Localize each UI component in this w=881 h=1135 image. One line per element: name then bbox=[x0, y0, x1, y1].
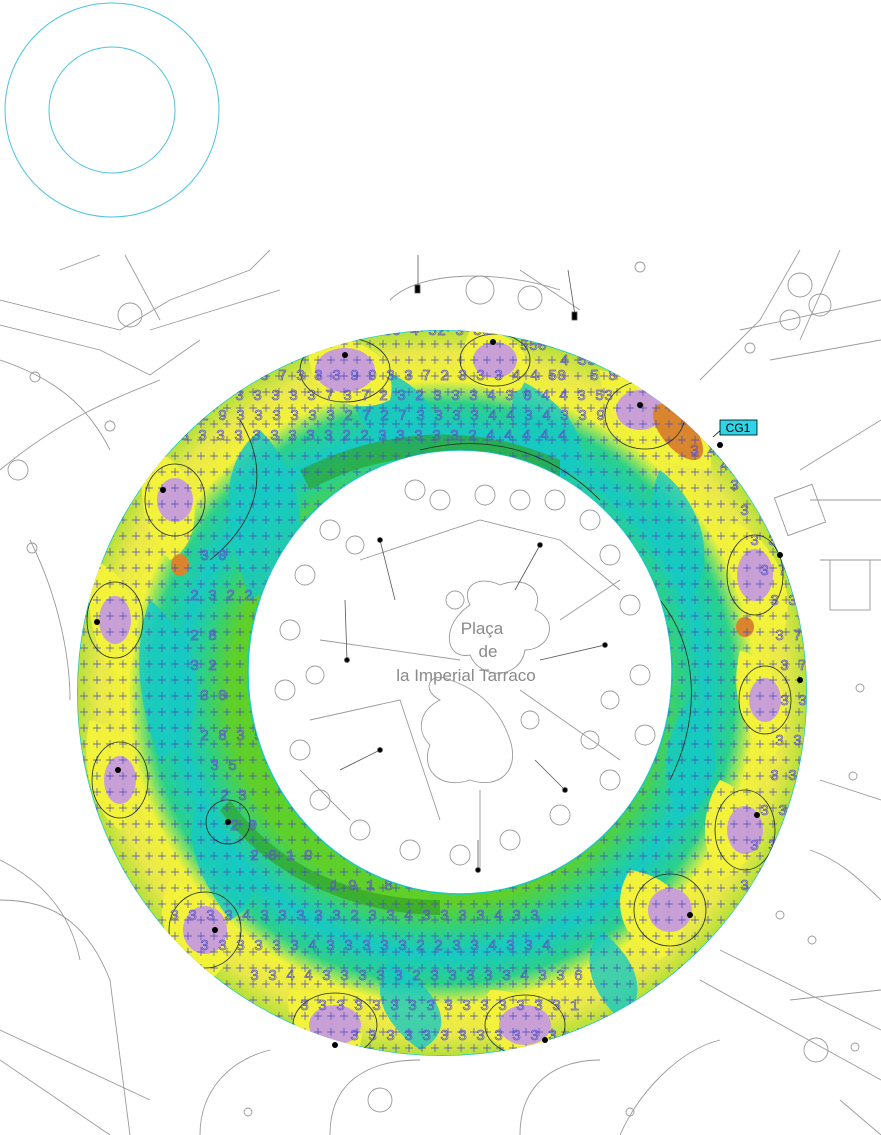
svg-text:3 2: 3 2 bbox=[190, 658, 217, 675]
svg-text:4530 4 52 3 50: 4530 4 52 3 50 bbox=[365, 323, 491, 340]
svg-text:3 3 2: 3 3 2 bbox=[750, 533, 795, 550]
svg-text:3 3 3 3 3 3 4 3 3 3 3 3 2 2 3: 3 3 3 3 3 3 4 3 3 3 3 3 2 2 3 3 4 3 3 4 bbox=[200, 938, 551, 955]
svg-text:5 8: 5 8 bbox=[590, 368, 617, 385]
plaza-label: Plaça de la Imperial Tarraco bbox=[396, 619, 536, 685]
svg-text:3 7 3 3 3 9 9 3 3 7 2 3 3 3 4: 3 7 3 3 3 9 9 3 3 7 2 3 3 3 4 4 50 bbox=[260, 368, 566, 385]
svg-text:3 3 6: 3 3 6 bbox=[780, 693, 825, 710]
svg-text:3 0: 3 0 bbox=[200, 548, 227, 565]
svg-text:3 0: 3 0 bbox=[200, 688, 227, 705]
svg-text:3 3 3 3 3 3 3 3 3 3 3 3 3 3 3: 3 3 3 3 3 3 3 3 3 3 3 3 3 3 3 1 bbox=[300, 998, 579, 1015]
svg-text:3 3 0: 3 3 0 bbox=[750, 838, 795, 855]
svg-text:2 9 3 3 3 3 3 3 2 7 2 7 3 3 3: 2 9 3 3 3 3 3 3 2 7 2 7 3 3 3 3 4 4 3 4 … bbox=[200, 408, 605, 425]
svg-text:2 0 1 9: 2 0 1 9 bbox=[250, 848, 313, 865]
luminaires bbox=[94, 339, 803, 1048]
svg-text:3 0 0: 3 0 0 bbox=[740, 503, 785, 520]
svg-text:3 3 4 4 3 3 3 3 3 2 3 3 3 3 3: 3 3 4 4 3 3 3 3 3 2 3 3 3 3 3 4 3 3 6 bbox=[250, 968, 583, 985]
svg-text:3 3 4: 3 3 4 bbox=[770, 768, 815, 785]
svg-text:3 7 1: 3 7 1 bbox=[775, 628, 820, 645]
svg-text:3 7 2: 3 7 2 bbox=[780, 658, 825, 675]
svg-text:3 4 4: 3 4 4 bbox=[690, 443, 735, 460]
svg-text:2 8: 2 8 bbox=[190, 628, 217, 645]
svg-text:3 3 3 3 4 3 3 3 3 3 2 3 3 4 3: 3 3 3 3 4 3 3 3 3 3 2 3 3 4 3 3 3 3 4 3 … bbox=[170, 908, 539, 925]
plaza-label-line3: la Imperial Tarraco bbox=[396, 666, 536, 685]
streetlights bbox=[339, 255, 608, 873]
svg-text:3 2 9: 3 2 9 bbox=[730, 478, 775, 495]
outer-ring-legend-icon bbox=[4, 2, 220, 218]
svg-text:4 3 3 8: 4 3 3 8 bbox=[720, 458, 783, 475]
svg-text:3 5: 3 5 bbox=[210, 758, 237, 775]
calculation-point-tag: CG1 bbox=[712, 419, 758, 438]
tree-icon bbox=[787, 272, 813, 298]
svg-text:1 9 1 8: 1 9 1 8 bbox=[330, 878, 393, 895]
svg-text:3 7 2: 3 7 2 bbox=[760, 563, 805, 580]
svg-text:550: 550 bbox=[520, 338, 547, 355]
svg-text:2 3: 2 3 bbox=[220, 788, 247, 805]
svg-text:3 3 0: 3 3 0 bbox=[775, 733, 820, 750]
plaza-label-line2: de bbox=[479, 642, 498, 661]
svg-text:3 1 0: 3 1 0 bbox=[740, 878, 785, 895]
svg-text:2 0: 2 0 bbox=[230, 818, 257, 835]
plaza-label-line1: Plaça bbox=[461, 619, 504, 638]
svg-text:3 3 4: 3 3 4 bbox=[760, 803, 805, 820]
svg-text:4 55: 4 55 bbox=[560, 353, 596, 370]
calculation-point-label: CG1 bbox=[726, 421, 751, 435]
svg-text:3 3 3 3 3 3 3 3 3 3 3 3: 3 3 3 3 3 3 3 3 3 3 3 3 bbox=[350, 1028, 557, 1045]
luminaire-icon bbox=[342, 352, 348, 358]
streetlight-icon bbox=[377, 537, 396, 601]
svg-text:2 3 2 2: 2 3 2 2 bbox=[190, 588, 253, 605]
inner-ring-legend-icon bbox=[48, 46, 176, 174]
svg-text:3 3 3 3 3 3 3 3 3 2 2 3 3 3 3: 3 3 3 3 3 3 3 3 3 2 2 3 3 3 3 3 2 4 4 4 … bbox=[180, 428, 567, 445]
svg-text:2 8 3 5: 2 8 3 5 bbox=[200, 728, 263, 745]
legend-rings bbox=[4, 2, 220, 218]
svg-text:3 3 3 3 3 7 3 7 2 3 2 3 3 3 4: 3 3 3 3 3 7 3 7 2 3 2 3 3 3 4 3 0 4 4 3 … bbox=[235, 388, 613, 405]
illuminance-values: 4530 4 52 3 50 550 4 55 3 7 3 3 3 9 9 3 … bbox=[170, 323, 826, 1046]
svg-text:3 3 3: 3 3 3 bbox=[770, 593, 815, 610]
illuminance-ring bbox=[60, 300, 820, 1070]
